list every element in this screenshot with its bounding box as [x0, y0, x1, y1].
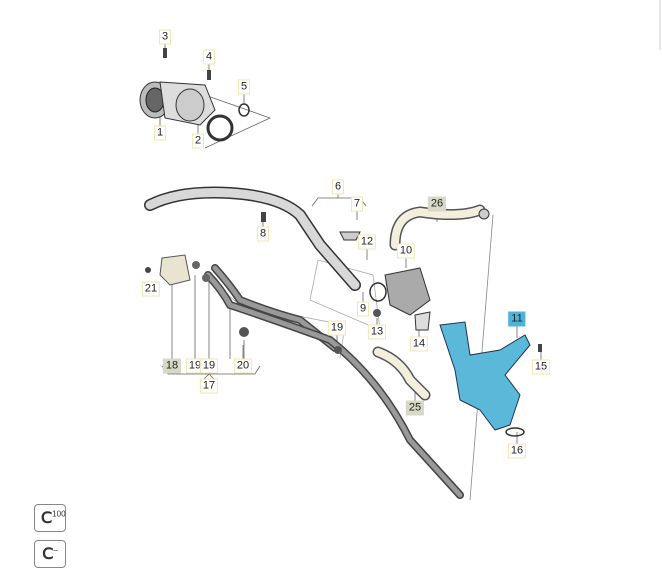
callout-26[interactable]: 26 [427, 196, 447, 212]
callout-21[interactable]: 21 [141, 281, 161, 297]
zoom-icon: 𝖢 [41, 510, 53, 527]
callout-17[interactable]: 17 [199, 378, 219, 394]
part-5-o-ring [238, 103, 250, 117]
part-11-egr-cooler [439, 321, 531, 431]
callout-19[interactable]: 19 [327, 320, 347, 336]
callout-3[interactable]: 3 [158, 29, 172, 45]
callout-13[interactable]: 13 [367, 324, 387, 340]
callout-20[interactable]: 20 [233, 358, 253, 374]
callout-4[interactable]: 4 [202, 49, 216, 65]
part-18-sensor [159, 254, 191, 286]
callout-5[interactable]: 5 [237, 79, 251, 95]
part-3-bolt [163, 48, 167, 58]
callout-19[interactable]: 19 [199, 358, 219, 374]
callout-11[interactable]: 11 [508, 311, 526, 327]
part-17-hoses [204, 264, 464, 499]
part-1-throttle-housing [139, 81, 216, 126]
callout-2[interactable]: 2 [191, 133, 205, 149]
part-8-bolt [261, 212, 266, 222]
part-16-gasket [505, 427, 525, 437]
callout-15[interactable]: 15 [531, 359, 551, 375]
part-25-hose [374, 348, 429, 399]
callout-9[interactable]: 9 [356, 301, 370, 317]
part-10-egr-valve [384, 267, 431, 316]
zoom-out-icon: 𝖢 [42, 546, 54, 563]
zoom-fit-button[interactable]: 𝖢– [34, 540, 66, 568]
callout-18[interactable]: 18 [162, 358, 182, 374]
callout-19[interactable]: 19 [185, 358, 205, 374]
zoom-100-button[interactable]: 𝖢100 [34, 504, 66, 532]
callout-6[interactable]: 6 [331, 179, 345, 195]
part-14-gasket [414, 311, 431, 331]
callout-8[interactable]: 8 [256, 226, 270, 242]
callout-14[interactable]: 14 [409, 336, 429, 352]
part-26-hose [391, 206, 484, 249]
callout-25[interactable]: 25 [405, 400, 425, 416]
callout-12[interactable]: 12 [357, 234, 377, 250]
part-6-pipe [145, 188, 360, 290]
part-2-clamp [206, 114, 234, 142]
callout-10[interactable]: 10 [396, 243, 416, 259]
callout-7[interactable]: 7 [350, 196, 364, 212]
part-4-bolt [207, 70, 211, 80]
callout-16[interactable]: 16 [507, 443, 527, 459]
callout-1[interactable]: 1 [153, 125, 167, 141]
part-7-clamp [339, 231, 361, 241]
